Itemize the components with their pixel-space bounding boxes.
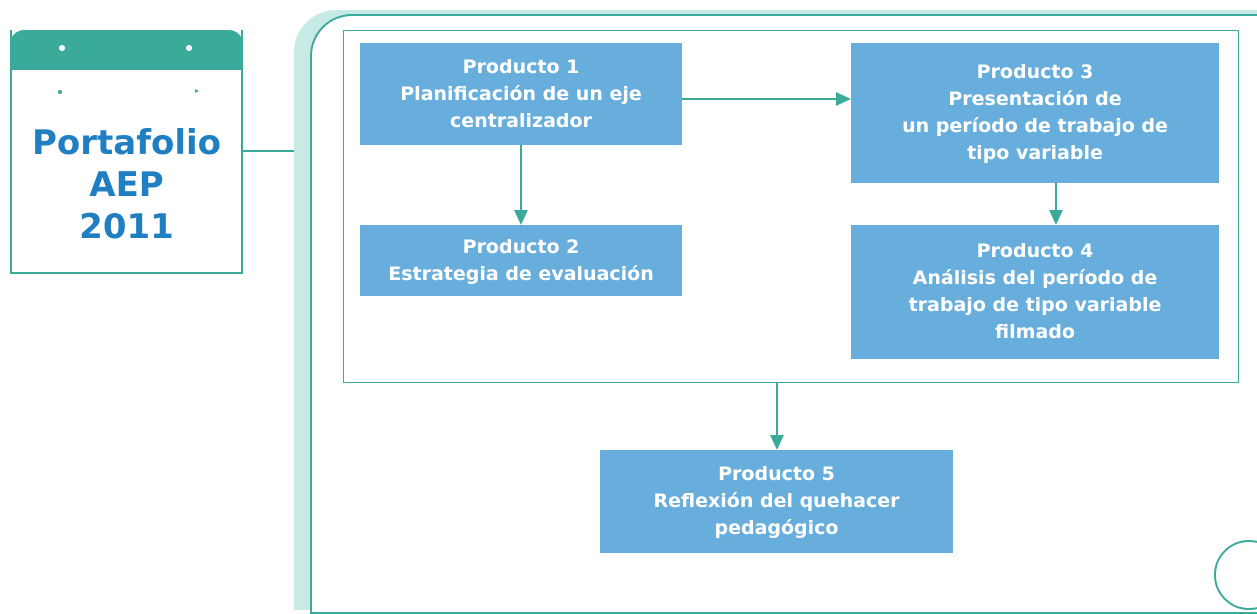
product-4-number: Producto 4: [976, 240, 1094, 262]
product-2-title-line: Estrategia de evaluación: [388, 262, 654, 285]
portfolio-calendar-card: Portafolio AEP 2011: [10, 30, 243, 274]
product-4-title-line: trabajo de tipo variable: [908, 294, 1162, 316]
product-3-title-line: tipo variable: [967, 142, 1103, 164]
product-3-box: Producto 3 Presentación de un período de…: [851, 43, 1219, 183]
product-4-box: Producto 4 Análisis del período de traba…: [851, 225, 1219, 359]
calendar-ring-dot: [59, 45, 65, 51]
product-2-number: Producto 2: [462, 235, 580, 258]
product-5-number: Producto 5: [718, 463, 835, 485]
product-1-title-line: Planificación de un eje: [400, 82, 642, 105]
calendar-connector-line: [243, 150, 311, 152]
product-5-title-line: pedagógico: [714, 517, 839, 539]
product-4-title-line: filmado: [995, 321, 1075, 343]
portfolio-title: Portafolio AEP 2011: [12, 122, 241, 248]
product-3-title-line: un período de trabajo de: [902, 115, 1168, 137]
product-5-title-line: Reflexión del quehacer: [653, 490, 900, 512]
product-2-box: Producto 2 Estrategia de evaluación: [360, 225, 682, 296]
product-5-box: Producto 5 Reflexión del quehacer pedagó…: [600, 450, 953, 553]
product-3-title-line: Presentación de: [948, 88, 1122, 110]
product-1-title-line: centralizador: [450, 109, 592, 132]
product-3-number: Producto 3: [976, 61, 1094, 83]
calendar-header-bar: [10, 30, 243, 70]
calendar-ring-dot: [186, 45, 192, 51]
portfolio-title-line: Portafolio: [31, 123, 222, 163]
calendar-mini-arrow-icon: [195, 89, 199, 93]
product-1-number: Producto 1: [462, 55, 580, 78]
product-1-box: Producto 1 Planificación de un eje centr…: [360, 43, 682, 145]
portfolio-title-line: AEP: [89, 165, 164, 205]
product-4-title-line: Análisis del período de: [912, 267, 1158, 289]
portfolio-title-line: 2011: [79, 207, 174, 247]
calendar-mini-dot: [58, 90, 62, 94]
